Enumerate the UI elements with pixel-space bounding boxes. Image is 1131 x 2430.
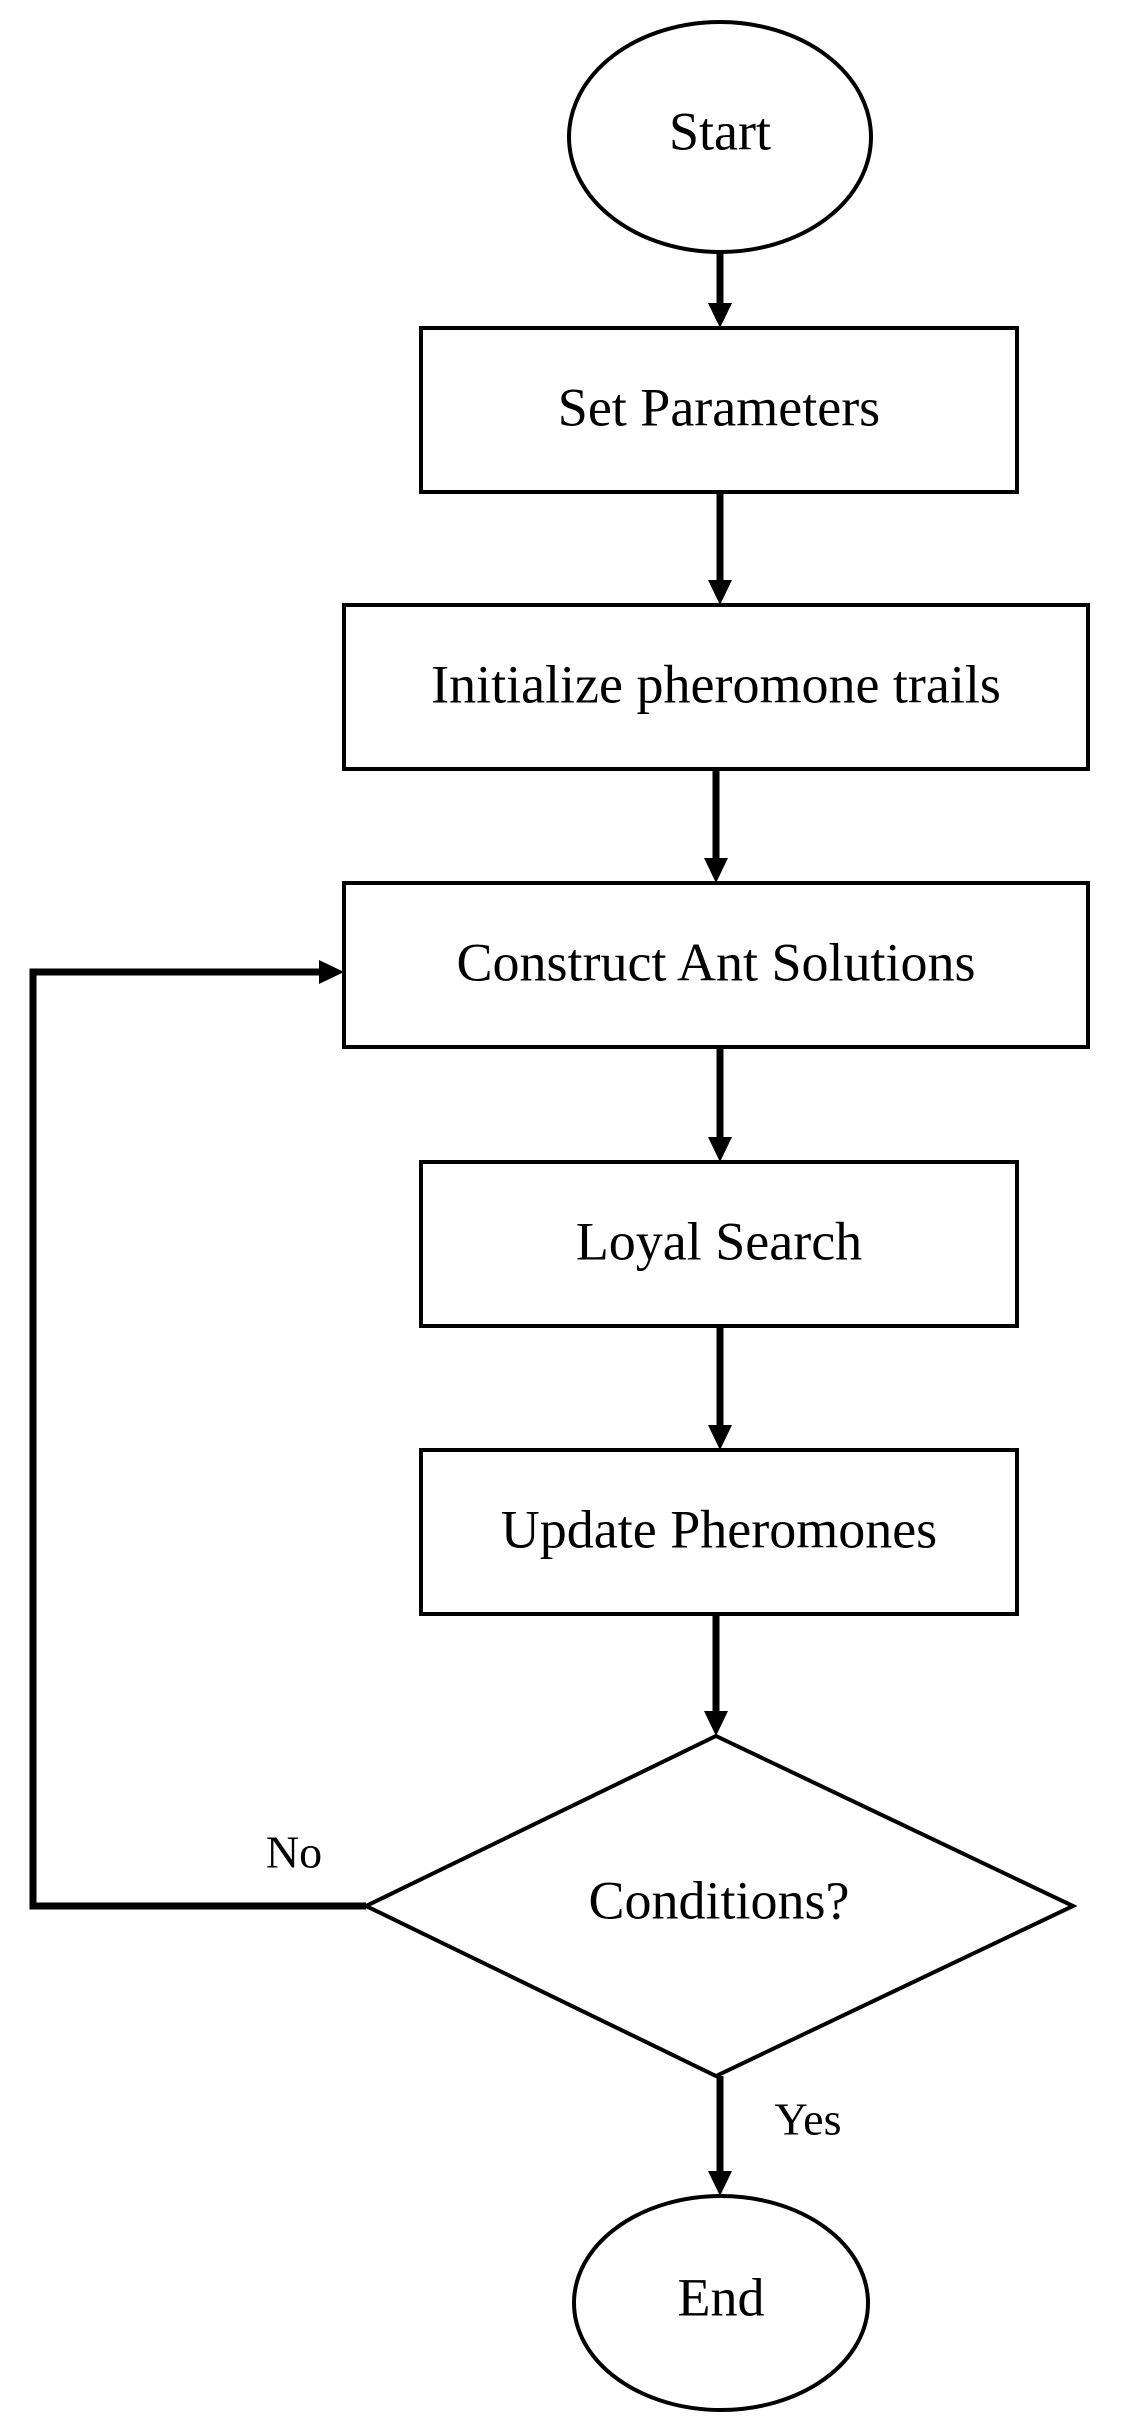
arrowhead (708, 303, 732, 328)
edge-construct-to-loyal-search (708, 1047, 732, 1162)
arrowhead (708, 1137, 732, 1162)
conditions-node: Conditions? (361, 1733, 1078, 2079)
initialize-trails-node-label: Initialize pheromone trails (431, 654, 1001, 714)
construct-solutions-node-label: Construct Ant Solutions (456, 932, 975, 992)
edge-conditions-yes-to-end: Yes (708, 2076, 841, 2196)
arrowhead (708, 2171, 732, 2196)
loyal-search-node-shape (419, 1160, 1019, 1328)
construct-solutions-node-shape (342, 881, 1090, 1049)
loyal-search-node: Loyal Search (419, 1160, 1019, 1328)
edge-label-no: No (266, 1827, 322, 1878)
end-node: End (572, 2194, 870, 2412)
arrowhead (319, 960, 344, 984)
arrowhead (708, 1425, 732, 1450)
update-pheromones-node-shape (419, 1448, 1019, 1616)
arrowhead (708, 580, 732, 605)
conditions-node-label: Conditions? (588, 1870, 849, 1930)
edge-loyal-search-to-update (708, 1326, 732, 1450)
arrowhead (704, 1711, 728, 1736)
edge-line (29, 968, 366, 1910)
edge-conditions-no-to-construct: No (29, 960, 366, 1910)
set-parameters-node: Set Parameters (419, 326, 1019, 494)
end-node-label: End (678, 2267, 765, 2327)
start-node-label: Start (669, 101, 771, 161)
loyal-search-node-label: Loyal Search (576, 1211, 862, 1271)
update-pheromones-node: Update Pheromones (419, 1448, 1019, 1616)
initialize-trails-node: Initialize pheromone trails (342, 603, 1090, 771)
edge-update-to-conditions (704, 1614, 728, 1736)
edge-initialize-to-construct (704, 769, 728, 883)
set-parameters-node-label: Set Parameters (558, 377, 880, 437)
edge-label-yes: Yes (775, 2094, 842, 2145)
arrowhead (704, 858, 728, 883)
edge-set-parameters-to-initialize (708, 492, 732, 605)
conditions-node-shape (361, 1733, 1078, 2079)
start-node: Start (567, 20, 873, 254)
set-parameters-node-shape (419, 326, 1019, 494)
update-pheromones-node-label: Update Pheromones (501, 1499, 937, 1559)
edge-start-to-set-parameters (708, 252, 732, 328)
construct-solutions-node: Construct Ant Solutions (342, 881, 1090, 1049)
end-node-shape (572, 2194, 870, 2412)
